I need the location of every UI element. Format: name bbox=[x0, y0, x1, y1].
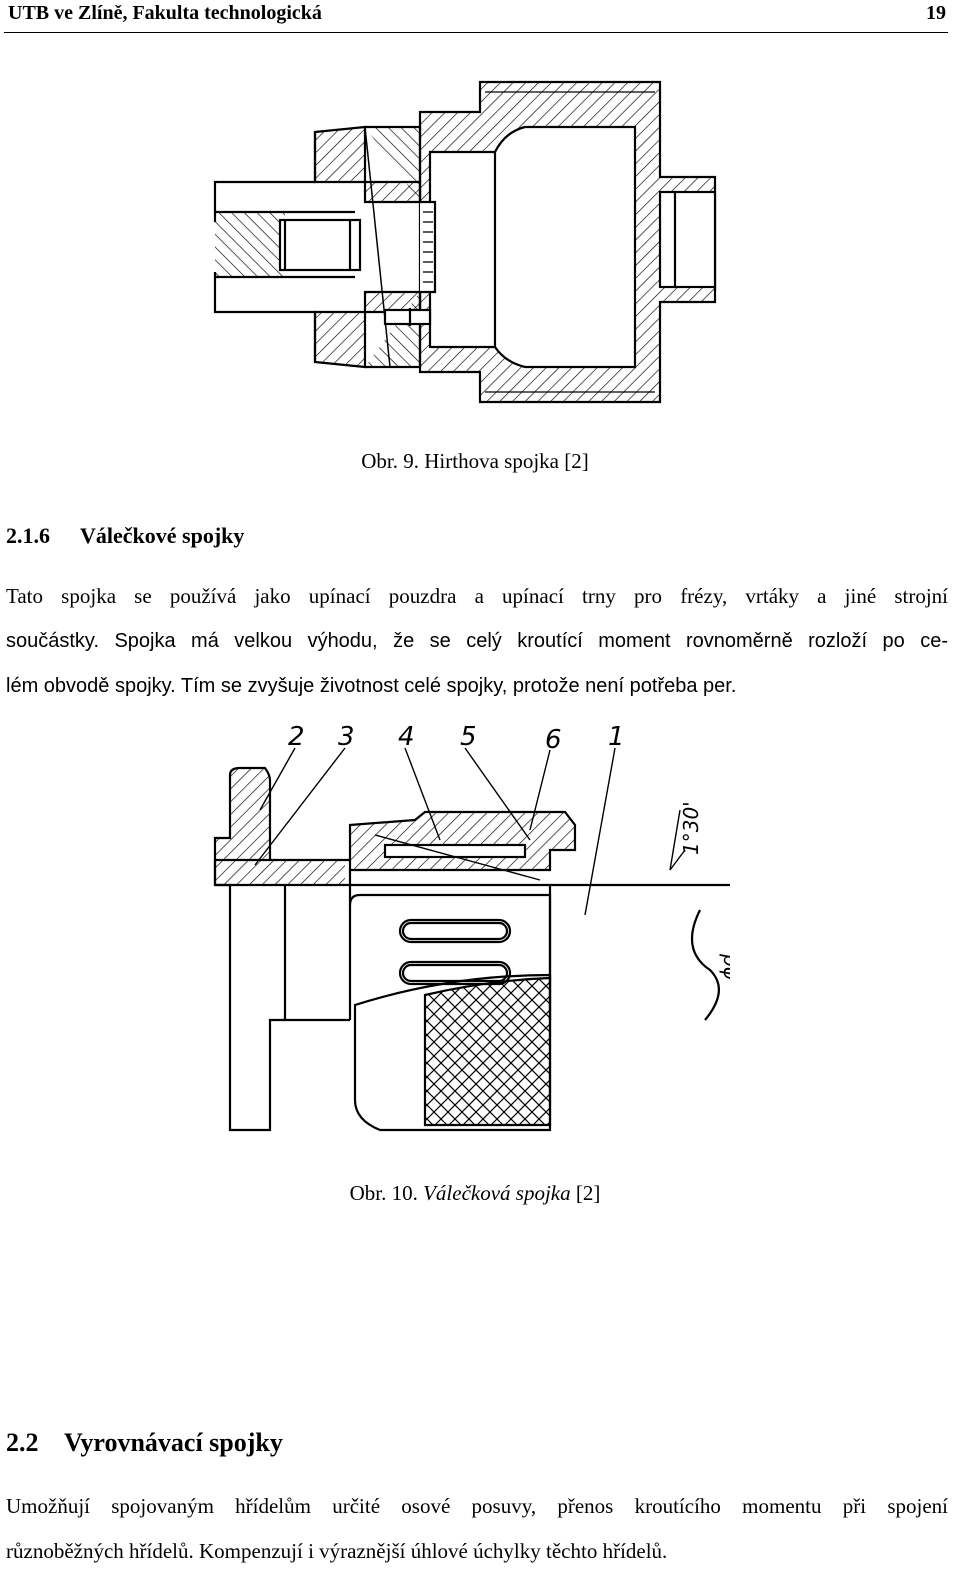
part-label-4: 4 bbox=[398, 722, 415, 752]
paragraph-2-1-6: Tato spojka se používá jako upínací pouz… bbox=[6, 574, 948, 709]
paragraph-line: různoběžných hřídelů. Kompenzují i výraz… bbox=[6, 1539, 668, 1563]
section-number: 2.2 bbox=[6, 1428, 39, 1457]
page-header: UTB ve Zlíně, Fakulta technologická 19 bbox=[4, 0, 948, 33]
part-label-2: 2 bbox=[288, 722, 305, 752]
section-title: Válečkové spojky bbox=[80, 523, 245, 548]
caption-title: Válečková spojka bbox=[423, 1181, 571, 1205]
figure10-caption: Obr. 10. Válečková spojka [2] bbox=[0, 1181, 955, 1206]
section-heading-2-1-6: 2.1.6 Válečkové spojky bbox=[6, 523, 244, 549]
caption-prefix: Obr. 10. bbox=[349, 1181, 418, 1205]
paragraph-2-2: Umožňují spojovaným hřídelům určité osov… bbox=[6, 1484, 948, 1574]
roller-coupling-drawing: 2 3 4 5 6 1 1°30' ϕd bbox=[213, 722, 730, 1132]
part-label-3: 3 bbox=[338, 722, 355, 752]
figure9-caption: Obr. 9. Hirthova spojka [2] bbox=[361, 449, 589, 473]
paragraph-line: součástky. Spojka má velkou výhodu, že s… bbox=[6, 630, 948, 652]
part-label-5: 5 bbox=[460, 722, 477, 752]
paragraph-line: lém obvodě spojky. Tím se zvyšuje životn… bbox=[6, 675, 737, 697]
page-number: 19 bbox=[926, 2, 946, 24]
paragraph-line: Tato spojka se používá jako upínací pouz… bbox=[6, 584, 948, 608]
diameter-label: ϕd bbox=[716, 954, 730, 980]
angle-label: 1°30' bbox=[679, 801, 703, 855]
caption-suffix: [2] bbox=[575, 1181, 601, 1205]
hirth-coupling-drawing bbox=[213, 80, 717, 404]
section-title: Vyrovnávací spojky bbox=[64, 1428, 283, 1457]
section-number: 2.1.6 bbox=[6, 523, 50, 548]
paragraph-line: Umožňují spojovaným hřídelům určité osov… bbox=[6, 1494, 948, 1518]
part-label-1: 1 bbox=[608, 722, 625, 752]
part-label-6: 6 bbox=[545, 725, 562, 755]
header-title: UTB ve Zlíně, Fakulta technologická bbox=[8, 2, 322, 24]
section-heading-2-2: 2.2 Vyrovnávací spojky bbox=[6, 1428, 283, 1458]
